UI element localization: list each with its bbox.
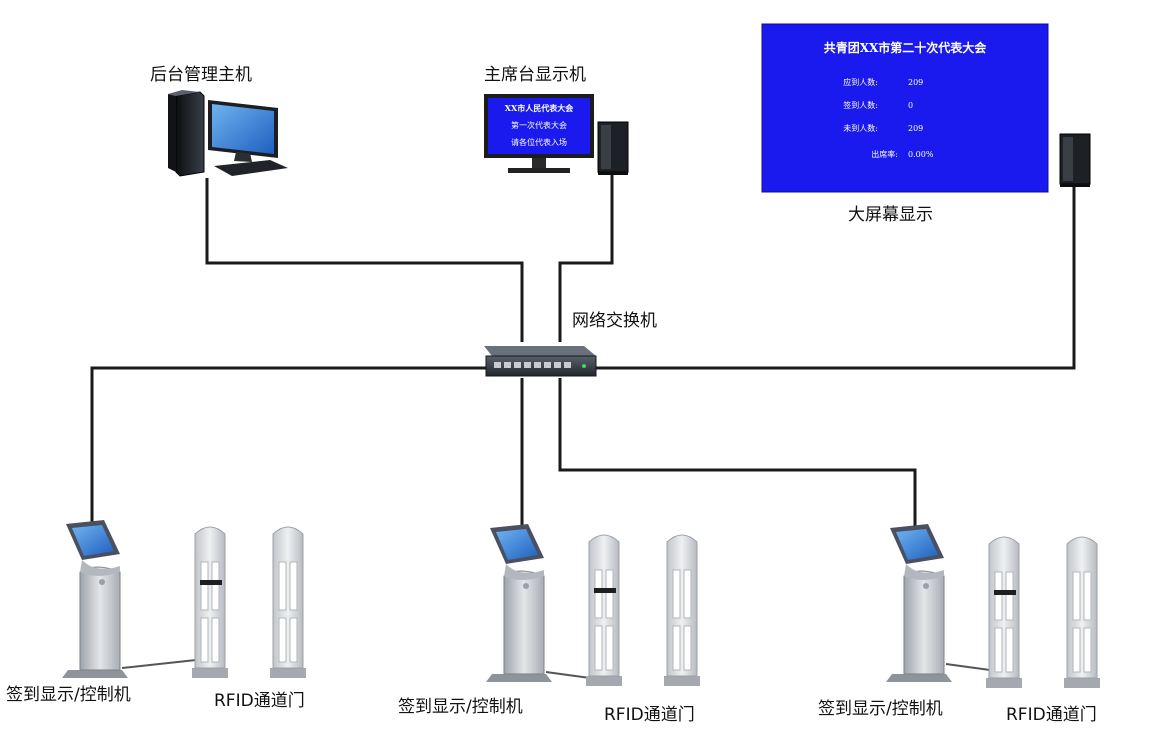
rfid-gate-icon	[269, 526, 307, 679]
rfid-gate-icon	[663, 534, 701, 687]
station-3-kiosk-label: 签到显示/控制机	[818, 699, 943, 719]
monitor-icon: XX市人民代表大会 第一次代表大会 请各位代表入场	[484, 94, 594, 173]
station-3-gate-label: RFID通道门	[1006, 705, 1097, 725]
desktop-computer-icon	[168, 90, 288, 177]
cable	[945, 663, 991, 671]
stat-key-2: 未到人数:	[843, 123, 878, 133]
wire-station-3	[558, 378, 917, 535]
big-screen-title: 共青团XX市第二十次代表大会	[824, 40, 988, 55]
chair-screen-line-2: 第一次代表大会	[511, 120, 567, 130]
chair-display: XX市人民代表大会 第一次代表大会 请各位代表入场 主席台显示机	[484, 65, 629, 176]
stat-value-3: 0.00%	[908, 150, 934, 159]
big-screen-panel	[761, 23, 1049, 193]
rfid-gate-icon	[191, 526, 229, 679]
station-3: 签到显示/控制机 RFID通道门	[818, 523, 1101, 725]
rfid-gate-icon	[1063, 536, 1101, 689]
rfid-gate-icon	[585, 534, 623, 687]
station-1-kiosk-label: 签到显示/控制机	[6, 685, 131, 705]
backend-host: 后台管理主机	[150, 65, 288, 177]
station-2-gate-label: RFID通道门	[604, 705, 695, 725]
big-screen-stats: 应到人数: 209 签到人数: 0 未到人数: 209 出席率: 0.00%	[843, 77, 934, 159]
kiosk-icon	[885, 523, 953, 683]
stat-value-2: 209	[908, 124, 923, 133]
big-screen-label: 大屏幕显示	[848, 205, 933, 225]
chair-display-label: 主席台显示机	[484, 65, 586, 85]
wire-chair-display	[558, 172, 614, 342]
stat-key-1: 签到人数:	[843, 100, 878, 110]
station-2: 签到显示/控制机 RFID通道门	[398, 523, 701, 725]
big-screen: 共青团XX市第二十次代表大会 应到人数: 209 签到人数: 0 未到人数: 2…	[761, 23, 1091, 225]
cable	[545, 671, 591, 679]
stat-value-1: 0	[908, 101, 913, 110]
stat-key-0: 应到人数:	[843, 77, 878, 87]
station-1-gate-label: RFID通道门	[214, 691, 305, 711]
backend-host-label: 后台管理主机	[150, 65, 252, 85]
station-1: 签到显示/控制机 RFID通道门	[6, 519, 307, 711]
cable	[121, 659, 197, 669]
chair-screen-line-3: 请各位代表入场	[511, 137, 567, 147]
wire-station-1	[90, 366, 486, 533]
switch-label: 网络交换机	[572, 311, 657, 331]
connection-wires	[90, 172, 1076, 535]
network-switch: 网络交换机	[484, 311, 657, 377]
stat-key-3: 出席率:	[871, 149, 898, 159]
kiosk-icon	[61, 519, 129, 679]
chair-screen-line-1: XX市人民代表大会	[505, 103, 573, 113]
chair-display-screen	[488, 98, 590, 154]
rfid-gate-icon	[985, 536, 1023, 689]
wire-backend-host	[205, 178, 524, 342]
stat-value-0: 209	[908, 78, 923, 87]
speaker-icon	[1059, 133, 1091, 188]
network-switch-icon	[484, 346, 597, 377]
kiosk-icon	[485, 523, 553, 683]
speaker-icon	[597, 121, 629, 176]
wire-big-screen	[590, 182, 1076, 370]
station-2-kiosk-label: 签到显示/控制机	[398, 697, 523, 717]
